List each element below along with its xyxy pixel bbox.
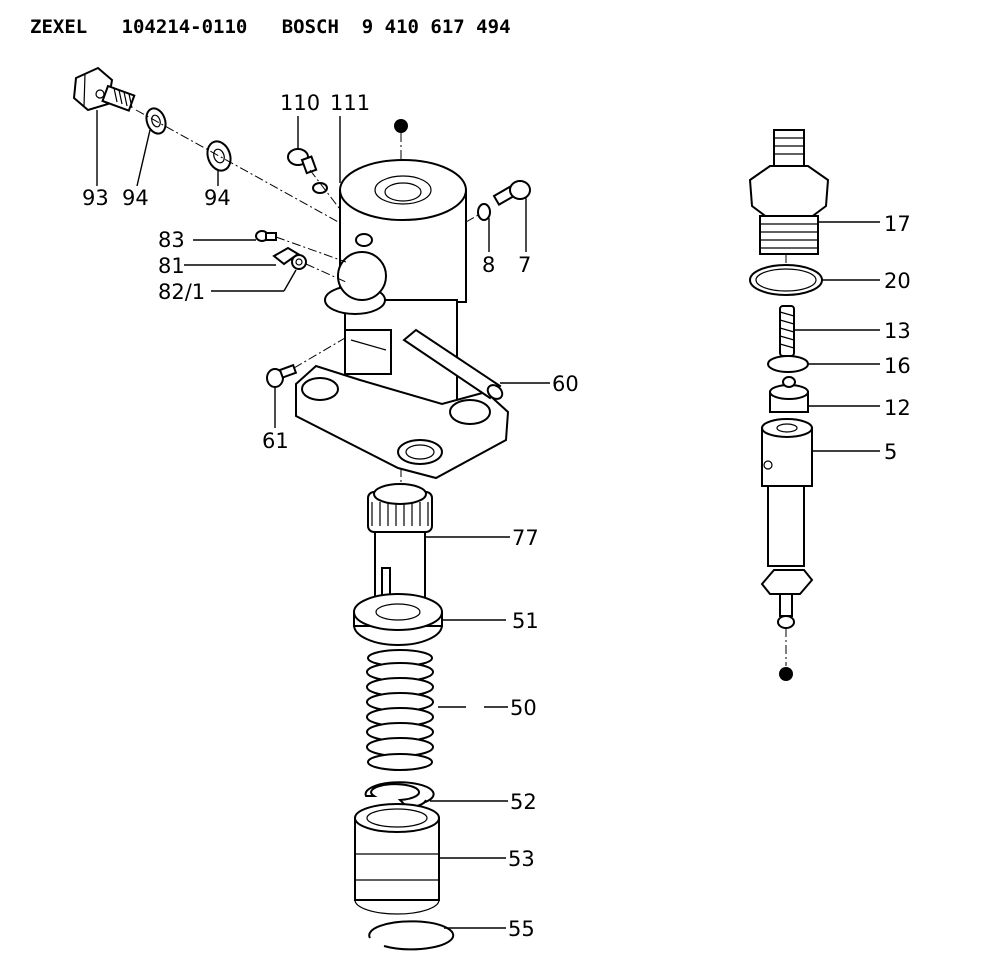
spring-seat-51: [353, 593, 443, 646]
label-7: 7: [518, 253, 531, 277]
label-77: 77: [512, 526, 539, 550]
valve-12: [769, 376, 809, 413]
brand-bosch: BOSCH: [281, 16, 339, 38]
washer-111: [312, 182, 328, 194]
label-16: 16: [884, 354, 911, 378]
label-94b: 94: [204, 186, 231, 210]
plunger-barrel-5: [760, 418, 814, 629]
label-111: 111: [330, 91, 370, 115]
label-12: 12: [884, 396, 911, 420]
screw-82-1: [291, 254, 307, 270]
label-60: 60: [552, 372, 579, 396]
control-rod-60: [402, 328, 504, 400]
screw-110: [287, 148, 318, 175]
pump-flange: [295, 364, 510, 480]
label-81: 81: [158, 254, 185, 278]
screw-7: [492, 180, 531, 207]
screw-83: [255, 230, 277, 242]
bosch-part-number: 9 410 617 494: [361, 16, 511, 38]
label-17: 17: [884, 212, 911, 236]
tappet-53: [354, 803, 440, 915]
label-55: 55: [508, 917, 535, 941]
banjo-bolt-93: [72, 66, 136, 112]
label-8: 8: [482, 253, 495, 277]
delivery-valve-holder-17: [748, 129, 830, 255]
washer-94b: [206, 140, 232, 172]
clip-81: [272, 246, 300, 266]
plunger-spring-50: [366, 649, 434, 771]
screw-61: [266, 363, 298, 388]
label-52: 52: [510, 790, 537, 814]
label-61: 61: [262, 429, 289, 453]
label-5: 5: [884, 440, 897, 464]
reference-dot-bottom: [779, 667, 793, 681]
cap-screw-on-body: [337, 233, 387, 301]
label-51: 51: [512, 609, 539, 633]
label-53: 53: [508, 847, 535, 871]
label-93: 93: [82, 186, 109, 210]
brand-zexel: ZEXEL: [30, 16, 88, 38]
label-50: 50: [510, 696, 537, 720]
control-sleeve-77: [367, 483, 433, 600]
label-110: 110: [280, 91, 320, 115]
snap-ring-55: [368, 920, 455, 951]
washer-16: [767, 355, 809, 373]
label-13: 13: [884, 319, 911, 343]
zexel-part-number: 104214-0110: [121, 16, 248, 38]
label-83: 83: [158, 228, 185, 252]
label-94a: 94: [122, 186, 149, 210]
washer-8: [477, 203, 491, 221]
label-82-1: 82/1: [158, 280, 205, 304]
label-20: 20: [884, 269, 911, 293]
spring-13: [779, 305, 795, 357]
diagram-header: ZEXEL 104214-0110 BOSCH 9 410 617 494: [30, 16, 511, 46]
reference-dot-top: [394, 119, 408, 133]
